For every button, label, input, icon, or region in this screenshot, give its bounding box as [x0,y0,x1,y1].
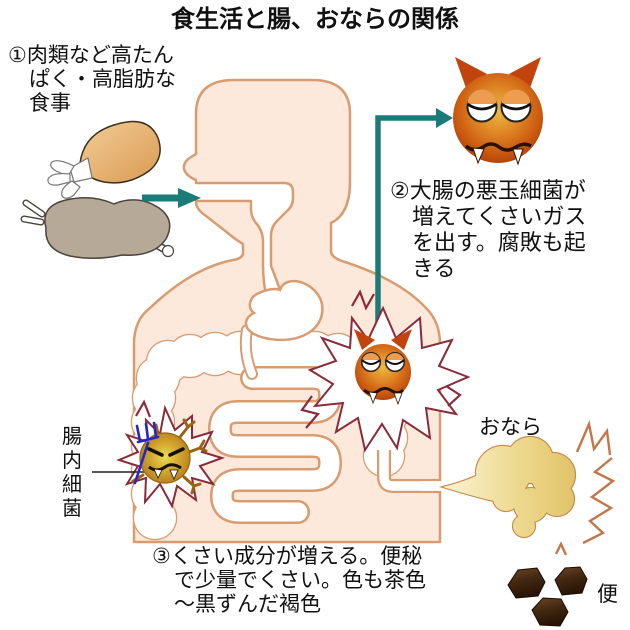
annotation-step1: ①肉類など高たん ぱく・高脂肪な 食事 [8,44,176,115]
gut-bacteria-char: 細 [62,473,82,496]
arrow-gas-to-bacteria [375,108,453,352]
step2-line: を出す。腐敗も起 [412,230,586,255]
ham-meat-icon [20,197,175,259]
step2-line: ②大腸の悪玉細菌が [390,178,586,203]
spark-zigzag-icon [135,399,152,418]
paper-frill [47,157,93,199]
digestive-tract [130,279,443,541]
devil-bacteria-icon [453,57,543,166]
devil-bacteria-colon-icon [354,329,412,406]
page-title: 食生活と腸、おならの関係 [171,5,459,33]
gut-bacteria-label: 腸 内 細 菌 [62,426,82,520]
arrow-line [375,115,436,352]
fart-cloud-icon [441,419,616,556]
rectum-channel [384,450,443,486]
step3-line: ③くさい成分が増える。便秘 [152,545,422,568]
step3-line: で少量でくさい。色も茶色 [174,569,426,592]
annotation-step2: ②大腸の悪玉細菌が 増えてくさいガス を出す。腐敗も起 きる [390,178,586,281]
step1-line: ①肉類など高たん [8,44,174,67]
trident-icon [133,421,160,485]
step1-line: 食事 [29,92,71,115]
arrow-meat-to-mouth [142,188,201,208]
gut-bacteria-group [92,399,226,509]
duodenum [246,330,252,374]
chicken-drumstick-icon [47,120,161,199]
trident-bacteria-icon [131,418,208,495]
arrow-head-icon [436,108,453,128]
spark-zigzag-icon [300,395,320,429]
annotation-step3: ③くさい成分が増える。便秘 で少量でくさい。色も茶色 ～黒ずんだ褐色 [152,545,426,616]
gut-bacteria-char: 内 [62,449,82,472]
step1-line: ぱく・高脂肪な [29,68,176,91]
stomach [244,279,324,342]
stool-lumps-icon [507,566,588,627]
gut-bacteria-char: 腸 [62,426,82,448]
gut-bacteria-char: 菌 [62,497,82,520]
spark-zigzag-icon [445,385,462,407]
spark-zigzag-icon [351,289,375,311]
fart-label: おなら [479,416,542,439]
arrow-head-icon [178,188,201,208]
colon-bacteria-burst [300,289,471,453]
stink-zigzag-icon [554,419,616,556]
step3-line: ～黒ずんだ褐色 [174,593,321,616]
step2-line: 増えてくさいガス [412,204,586,229]
step2-line: きる [412,256,456,281]
stool-label: 便 [597,583,618,606]
